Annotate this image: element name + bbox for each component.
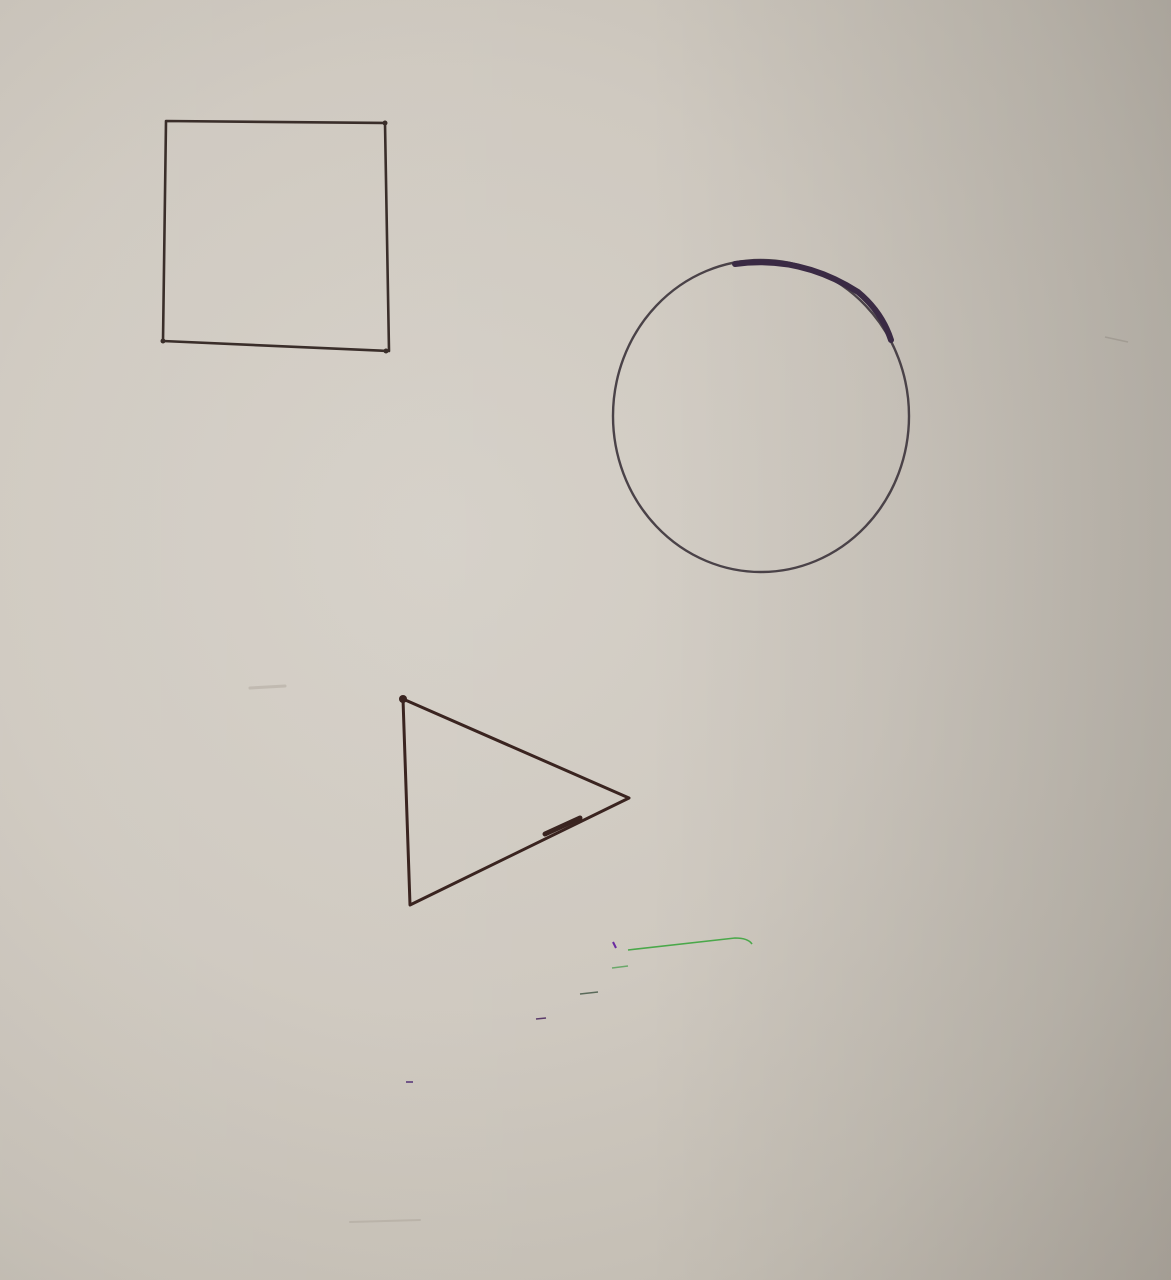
faint-smudge [1104, 336, 1129, 343]
square-corner-dot [383, 348, 389, 354]
stray-mark [579, 991, 599, 995]
circle-shape [611, 258, 911, 574]
purple-pen-mark [612, 941, 617, 949]
square-corner-dot [160, 338, 166, 344]
square-shape [161, 119, 391, 353]
faint-smudge [349, 1219, 421, 1223]
square-corner-dot [382, 120, 388, 126]
triangle-shape [401, 697, 631, 907]
triangle-heavy-stroke [542, 815, 583, 837]
triangle-corner-dot [399, 695, 407, 703]
green-pen-mark [611, 965, 629, 969]
stray-mark [535, 1017, 547, 1020]
faint-smudge [248, 684, 287, 690]
green-pen-mark [627, 937, 753, 951]
circle-heavy-stroke [732, 259, 894, 343]
